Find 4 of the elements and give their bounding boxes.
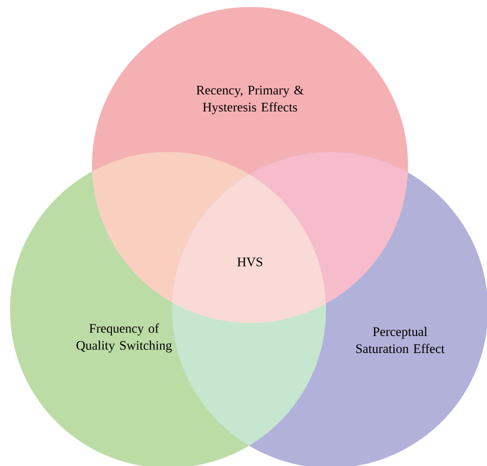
circle-label: Perceptual Saturation Effect <box>356 326 445 354</box>
circle-label: Recency, Primary & Hysteresis Effects <box>196 86 304 114</box>
circle-label: Frequency of Quality Switching <box>76 324 172 352</box>
center-label: HVS <box>237 258 262 266</box>
